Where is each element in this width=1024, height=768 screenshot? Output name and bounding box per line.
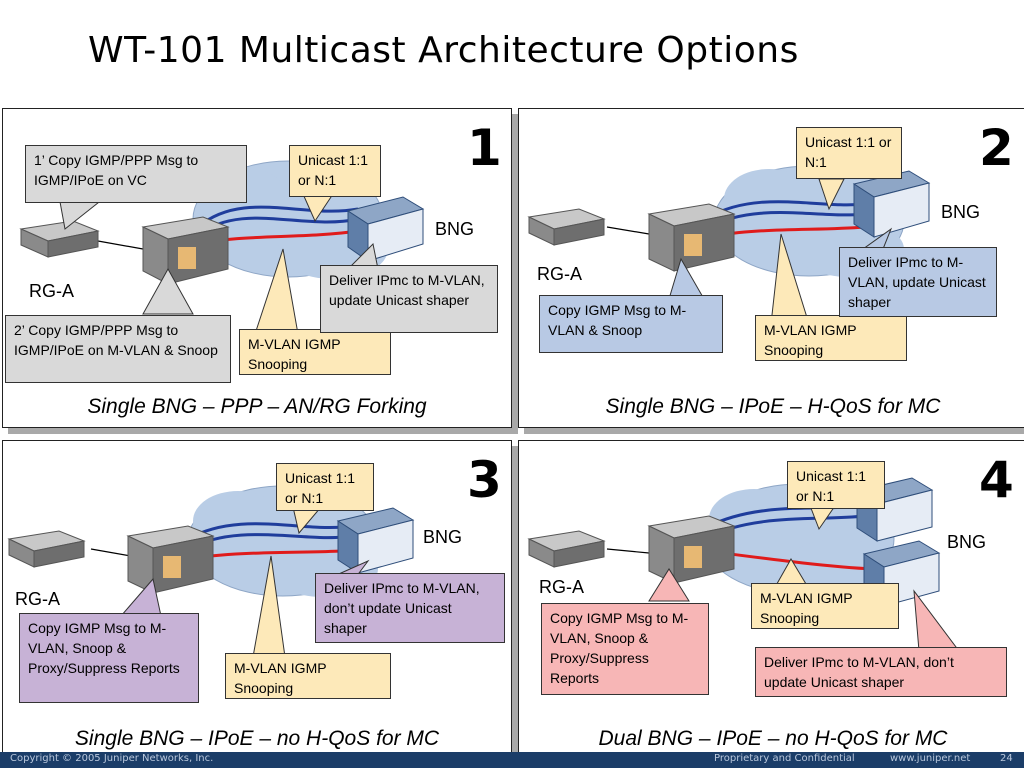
callout-pointer <box>818 178 845 211</box>
panel-caption: Dual BNG – IPoE – no H-QoS for MC <box>598 727 948 750</box>
callout-copy-vc: 1’ Copy IGMP/PPP Msg to IGMP/IPoE on VC <box>25 145 247 203</box>
network-diagram-4 <box>527 477 960 652</box>
callout-deliver: Deliver IPmc to M-VLAN, update Unicast s… <box>839 247 997 317</box>
network-diagram-1 <box>19 160 425 335</box>
footer-page-number: 24 <box>1000 753 1013 764</box>
unicast-line <box>197 205 359 229</box>
bng-device-icon <box>852 170 931 238</box>
dslam-device-icon <box>647 515 736 584</box>
access-line <box>606 226 650 235</box>
callout-mvlan: M-VLAN IGMP Snooping <box>239 329 391 375</box>
option-number: 2 <box>979 119 1014 177</box>
rg-device-icon <box>527 530 606 568</box>
rg-device-icon <box>7 530 86 568</box>
callout-mvlan: M-VLAN IGMP Snooping <box>755 315 907 361</box>
callout-pointer <box>142 267 194 315</box>
callout-copy: Copy IGMP Msg to M-VLAN, Snoop & Proxy/S… <box>19 613 199 703</box>
slide-footer: Copyright © 2005 Juniper Networks, Inc. … <box>0 752 1024 768</box>
unicast-line <box>708 200 865 219</box>
callout-pointer <box>913 589 960 652</box>
callout-unicast: Unicast 1:1 or N:1 <box>787 461 885 509</box>
callout-unicast: Unicast 1:1 or N:1 <box>276 463 374 511</box>
dslam-device-icon <box>126 525 215 594</box>
rg-label: RG-A <box>537 264 582 284</box>
callout-unicast: Unicast 1:1 or N:1 <box>796 127 902 179</box>
bng-label: BNG <box>435 219 475 239</box>
footer-proprietary: Proprietary and Confidential <box>714 753 855 764</box>
callout-unicast: Unicast 1:1 or N:1 <box>289 145 381 197</box>
callout-copy: Copy IGMP Msg to M-VLAN, Snoop & Proxy/S… <box>541 603 709 695</box>
callout-deliver: Deliver IPmc to M-VLAN, update Unicast s… <box>320 265 498 333</box>
panel-1: 1 BNG RG-A 1’ Copy IGMP/PPP Msg to IGMP/… <box>2 108 512 428</box>
callout-deliver: Deliver IPmc to M-VLAN, don’t update Uni… <box>315 573 505 643</box>
dslam-device-icon <box>647 203 736 272</box>
rg-device-icon <box>527 208 606 246</box>
bng-label: BNG <box>947 532 987 552</box>
panel-caption: Single BNG – IPoE – no H-QoS for MC <box>74 727 440 750</box>
access-line <box>97 240 144 250</box>
access-line <box>606 548 650 554</box>
rg-label: RG-A <box>539 577 584 597</box>
option-number: 3 <box>467 451 502 509</box>
panel-caption: Single BNG – PPP – AN/RG Forking <box>87 395 427 418</box>
rg-label: RG-A <box>15 589 60 609</box>
callout-mvlan: M-VLAN IGMP Snooping <box>751 583 899 629</box>
access-line <box>90 548 132 557</box>
unicast-line <box>187 522 344 541</box>
callout-copy-mvlan: 2’ Copy IGMP/PPP Msg to IGMP/IPoE on M-V… <box>5 315 231 383</box>
panel-caption: Single BNG – IPoE – H-QoS for MC <box>605 395 941 418</box>
rg-label: RG-A <box>29 281 74 301</box>
bng-label: BNG <box>423 527 463 547</box>
dslam-device-icon <box>141 216 230 285</box>
panel-2: 2 BNG RG-A Copy IGMP Msg to M-VLAN & Sno… <box>518 108 1024 428</box>
callout-pointer <box>648 568 690 602</box>
callout-copy: Copy IGMP Msg to M-VLAN & Snoop <box>539 295 723 353</box>
footer-copyright: Copyright © 2005 Juniper Networks, Inc. <box>10 753 214 764</box>
panel-3: 3 BNG RG-A Copy IGMP Msg to M-VLAN, Snoo… <box>2 440 512 760</box>
callout-deliver: Deliver IPmc to M-VLAN, don’t update Uni… <box>755 647 1007 697</box>
footer-url: www.juniper.net <box>890 753 971 764</box>
callout-mvlan: M-VLAN IGMP Snooping <box>225 653 391 699</box>
option-number: 4 <box>979 451 1014 509</box>
bng-device-icon <box>346 196 425 262</box>
panel-4: 4 BNG RG-A Copy IGMP Msg to M-VLAN, Snoo… <box>518 440 1024 760</box>
option-number: 1 <box>467 119 502 177</box>
rg-device-icon <box>19 220 100 258</box>
bng-device-icon <box>336 507 415 574</box>
bng-label: BNG <box>941 202 981 222</box>
slide-title: WT-101 Multicast Architecture Options <box>88 30 799 71</box>
network-diagram-3 <box>7 485 415 658</box>
